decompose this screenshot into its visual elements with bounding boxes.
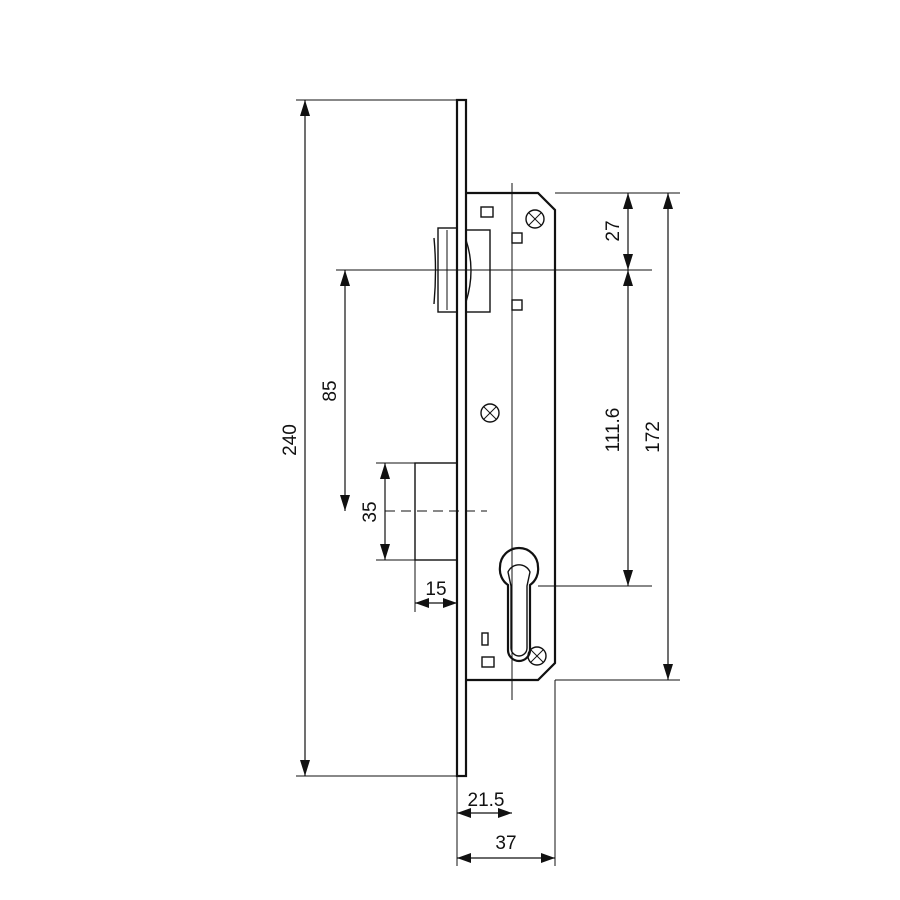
dimension-lines: [300, 100, 673, 863]
dim-label-172: 172: [643, 421, 664, 453]
faceplate: [455, 98, 468, 778]
deadbolt: [385, 462, 487, 561]
dim-label-85: 85: [320, 380, 341, 401]
case-slots: [480, 206, 523, 668]
dim-label-37: 37: [495, 833, 516, 854]
extension-lines: [296, 99, 680, 866]
dimension-labels: 240 85 35 15 27 111.6 172 21.5 37: [280, 220, 664, 854]
cylinder-cutout: [498, 546, 540, 663]
lock-case: [466, 183, 557, 700]
dim-label-21-5: 21.5: [468, 790, 505, 811]
dim-label-15: 15: [425, 579, 446, 600]
screw-icons: [480, 209, 547, 666]
dim-label-27: 27: [603, 220, 624, 241]
dim-label-240: 240: [280, 424, 301, 456]
dim-label-35: 35: [360, 501, 381, 522]
dim-label-111-6: 111.6: [603, 408, 624, 453]
